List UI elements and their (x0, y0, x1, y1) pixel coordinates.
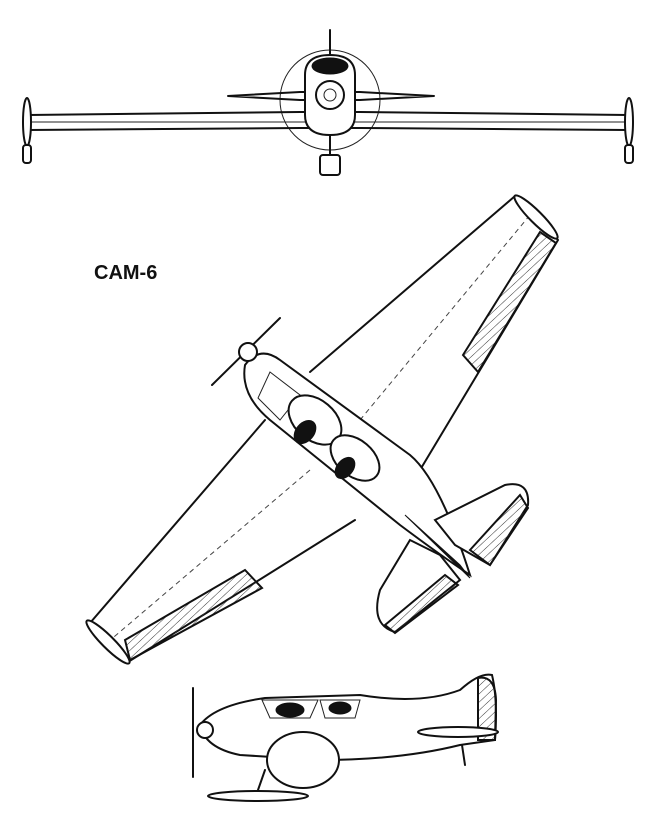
top-view (85, 194, 559, 665)
aircraft-title: CAM-6 (94, 262, 158, 284)
front-view (22, 29, 634, 176)
side-view (192, 673, 499, 802)
